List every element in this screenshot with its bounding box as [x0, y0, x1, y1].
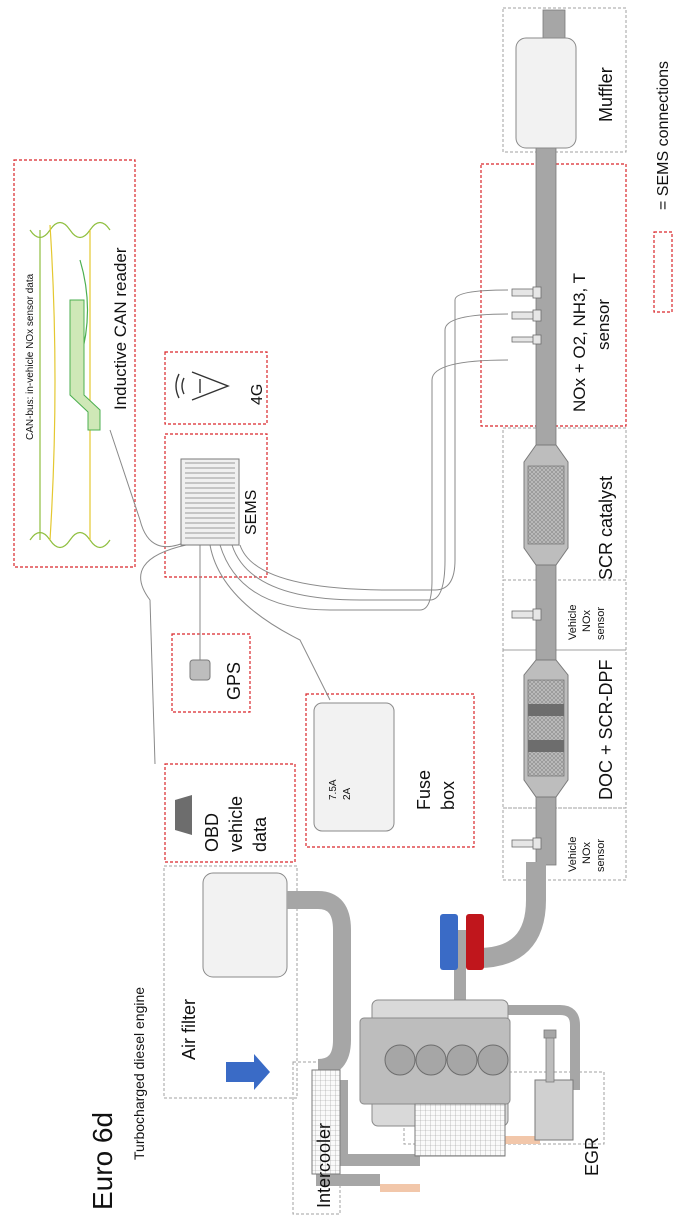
- vehicle-nox-a-line-3: sensor: [595, 607, 607, 640]
- gps-box: [171, 633, 251, 713]
- fuse-box-line-2: box: [438, 781, 458, 810]
- fuse-box-line-1: Fuse: [414, 770, 434, 810]
- obd-box: [164, 763, 296, 863]
- vehicle-nox-group-1: [502, 807, 627, 881]
- title: Euro 6d: [87, 1112, 118, 1210]
- legend-swatch: [653, 231, 673, 313]
- muffler-group: [502, 7, 627, 153]
- sems-label: SEMS: [243, 490, 260, 535]
- muffler-label: Muffler: [596, 67, 616, 122]
- obd-line-2: vehicle: [226, 796, 246, 852]
- cylinder-2: [415, 1044, 447, 1076]
- vehicle-nox-b-line-3: sensor: [595, 839, 607, 872]
- multi-sensor-line-1: NOx + O2, NH3, T: [570, 273, 589, 412]
- pipe-doc-out: [535, 794, 557, 866]
- cylinder-3: [446, 1044, 478, 1076]
- fuse-box-unit: [313, 702, 395, 832]
- sems-unit: [180, 458, 240, 546]
- gps-unit: [189, 659, 211, 681]
- air-filter-box: [202, 872, 288, 978]
- fourg-label: 4G: [249, 384, 266, 405]
- sems-wiring: [109, 289, 509, 765]
- intake-blue: [440, 914, 458, 970]
- air-filter-group: [163, 865, 298, 1099]
- egr-cooler: [414, 1103, 506, 1157]
- airflow-arrow: [226, 1054, 270, 1090]
- fourg-tower-icon: [175, 371, 230, 401]
- vehicle-nox-a-line-2: NOx: [581, 610, 593, 633]
- sems-device: [180, 458, 240, 546]
- vehicle-nox-sensor-b: [511, 837, 542, 850]
- muffler: [515, 37, 577, 149]
- cylinder-1: [384, 1044, 416, 1076]
- intercooler: [311, 1069, 341, 1175]
- exhaust-red: [466, 914, 484, 970]
- nox-sensor-1: [511, 286, 542, 299]
- sems-box: [164, 433, 268, 578]
- legend-label: = SEMS connections: [655, 61, 672, 210]
- vehicle-nox-b-line-2: NOx: [581, 842, 593, 865]
- can-bus-note: CAN-bus: in-vehicle NOx sensor data: [25, 273, 36, 440]
- can-reader-clip: [69, 299, 101, 431]
- cylinder-4: [477, 1044, 509, 1076]
- vehicle-nox-a-line-1: Vehicle: [567, 605, 579, 640]
- intercooler-label: Intercooler: [314, 1123, 334, 1208]
- scr-catalyst-group: [502, 427, 627, 581]
- egr-valve: [534, 1079, 574, 1141]
- doc-scr-dpf-label: DOC + SCR-DPF: [596, 659, 616, 800]
- fuse-value-1: 7.5A: [328, 779, 339, 800]
- exhaust-sensors: [511, 286, 542, 850]
- nox-sensor-2: [511, 309, 542, 322]
- gps-label: GPS: [224, 662, 244, 700]
- obd-line-3: data: [250, 816, 270, 852]
- multi-sensor-line-2: sensor: [594, 299, 613, 350]
- obd-connector: [175, 795, 192, 835]
- obd-line-1: OBD: [202, 813, 222, 852]
- scr-catalyst-label: SCR catalyst: [596, 476, 616, 580]
- t-sensor: [511, 334, 542, 345]
- can-reader-box: [13, 159, 136, 568]
- can-reader-label: Inductive CAN reader: [111, 247, 130, 410]
- fuse-box-box: [305, 693, 475, 848]
- can-bus-waves: [29, 221, 111, 549]
- intake-system: [202, 872, 580, 1192]
- tailpipe: [542, 9, 566, 43]
- fourg-box: [164, 351, 268, 425]
- air-filter-label: Air filter: [179, 999, 199, 1060]
- subtitle: Turbocharged diesel engine: [131, 987, 147, 1160]
- exhaust-bend: [477, 862, 546, 968]
- vehicle-nox-b-line-1: Vehicle: [567, 837, 579, 872]
- egr-label: EGR: [582, 1137, 602, 1176]
- fuse-value-2: 2A: [342, 787, 353, 800]
- vehicle-nox-sensor-a: [511, 608, 542, 621]
- labels: Euro 6d Turbocharged diesel engine Air f…: [25, 61, 672, 1210]
